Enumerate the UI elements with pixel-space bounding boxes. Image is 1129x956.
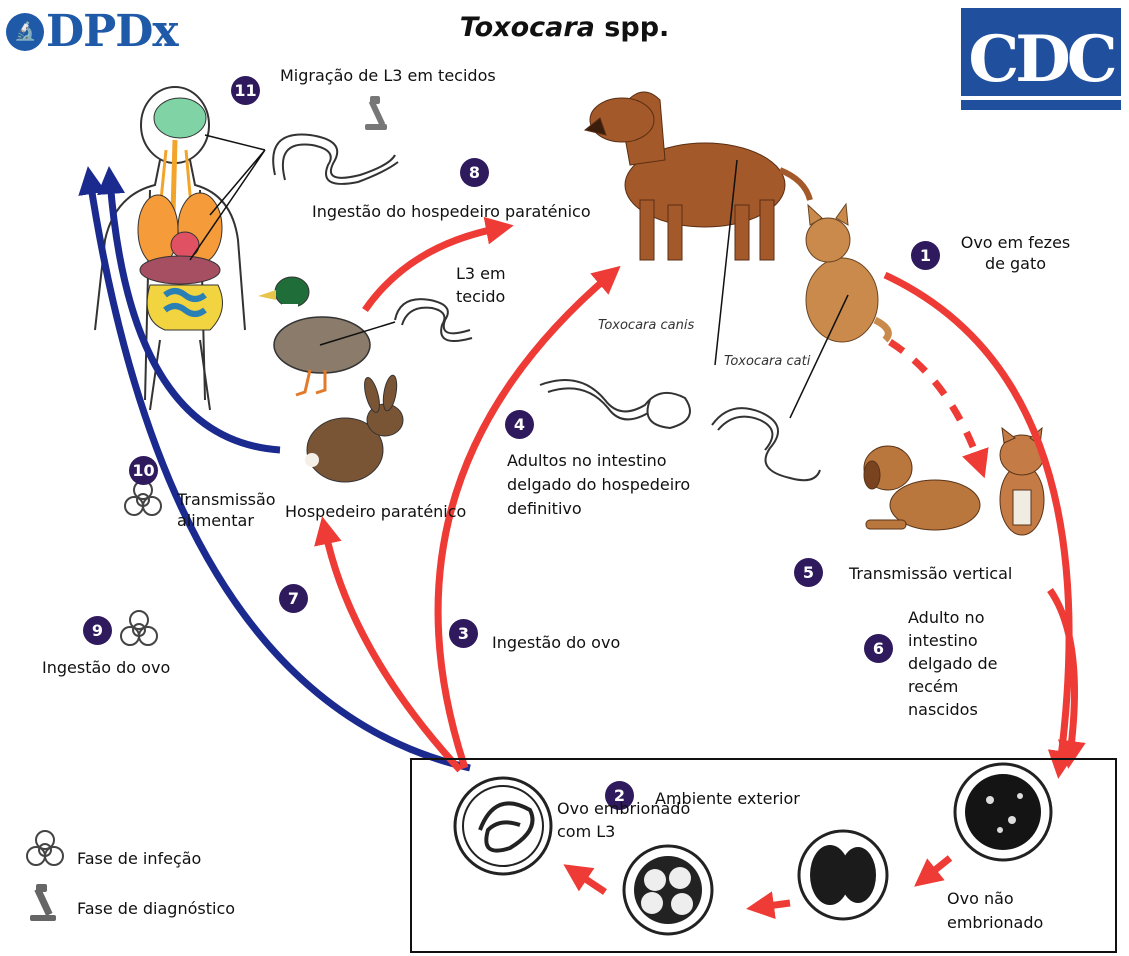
biohazard-icon [121,611,157,645]
biohazard-icon [27,831,63,865]
label-unembryonated-egg: Ovo não embrionado [947,887,1067,935]
label-stage-10: Transmissão alimentar [177,489,275,531]
red-dashed-arrow-vertical [890,342,980,465]
label-paratenic-host: Hospedeiro paraténico [285,501,466,522]
label-stage-3: Ingestão do ovo [492,632,620,653]
step-badge-3: 3 [449,619,478,648]
step-badge-6: 6 [864,634,893,663]
microscope-icon [365,96,387,130]
label-stage-6: Adulto no intestino delgado de recém nas… [908,606,1006,721]
legend-diagnostic-phase: Fase de diagnóstico [77,898,235,919]
label-stage-8: Ingestão do hospedeiro paraténico [312,201,591,222]
step-badge-4: 4 [505,410,534,439]
label-stage-5: Transmissão vertical [849,563,1012,584]
species-label-canis: Toxocara canis [598,318,694,333]
step-badge-8: 8 [460,158,489,187]
label-stage-9: Ingestão do ovo [42,657,170,678]
step-badge-5: 5 [794,558,823,587]
label-stage-1: Ovo em fezes de gato [953,232,1078,274]
step-badge-7: 7 [279,584,308,613]
label-l3-tissue: L3 em tecido [456,262,526,308]
step-badge-10: 10 [129,456,158,485]
cat-illustration [790,204,888,418]
label-embryonated-egg: Ovo embrionado com L3 [557,797,727,843]
label-stage-4: Adultos no intestino delgado do hospedei… [507,449,707,521]
legend-infection-phase: Fase de infeção [77,848,201,869]
puppy-illustration [864,446,980,530]
step-badge-11: 11 [231,76,260,105]
label-stage-11: Migração de L3 em tecidos [280,65,496,86]
biohazard-icon [125,481,161,515]
microscope-icon [30,884,56,921]
step-badge-9: 9 [83,616,112,645]
species-label-cati: Toxocara cati [724,354,810,369]
step-badge-1: 1 [911,241,940,270]
l3-larva-illustration [273,135,398,184]
